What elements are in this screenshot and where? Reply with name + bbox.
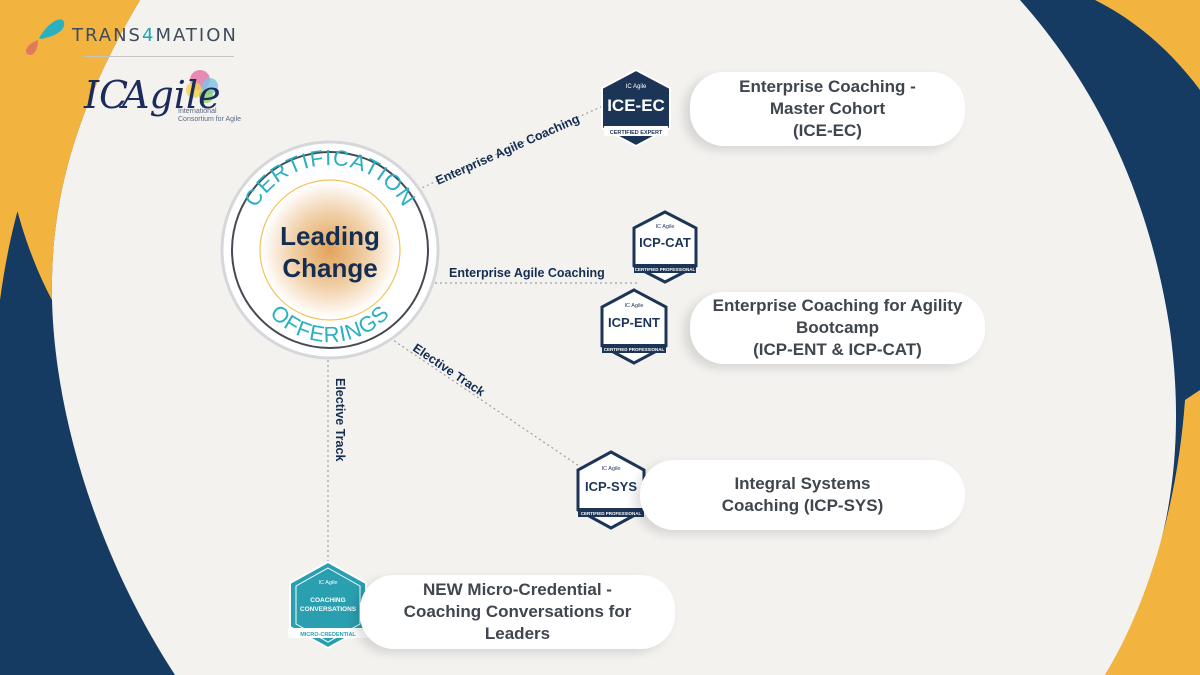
right-gold-shape [1105, 390, 1200, 675]
card-ent-cat: Enterprise Coaching for Agility Bootcamp… [690, 292, 985, 364]
card-icp-sys-text: Integral Systems Coaching (ICP-SYS) [721, 474, 884, 515]
icagile-logo: IC Agile [82, 62, 222, 127]
svg-text:IC: IC [83, 73, 128, 117]
badge-tier: CERTIFIED PROFESSIONAL [581, 511, 642, 516]
logo-divider [84, 56, 234, 57]
badge-code: ICP-CAT [639, 235, 691, 250]
center-title: Leading Change [280, 221, 380, 283]
svg-text:Agile: Agile [119, 73, 221, 117]
badge-icp-cat-icon: IC Agile ICP-CAT CERTIFIED PROFESSIONAL [632, 210, 698, 284]
left-gold-shape-2 [0, 0, 125, 300]
icagile-mark-icon: IC Agile [83, 70, 221, 117]
badge-code: ICP-ENT [608, 315, 660, 330]
badge-ice-ec-icon: IC Agile ICE-EC CERTIFIED EXPERT [601, 68, 671, 148]
badge-mark: IC Agile [602, 466, 621, 472]
track-label-middle: Enterprise Agile Coaching [449, 266, 605, 280]
badge-icp-ent-icon: IC Agile ICP-ENT CERTIFIED PROFESSIONAL [600, 288, 668, 365]
card-icp-sys: Integral Systems Coaching (ICP-SYS) [640, 460, 965, 530]
certification-medallion: CERTIFICATION OFFERINGS [220, 140, 440, 360]
badge-code-line2: CONVERSATIONS [300, 606, 357, 613]
butterfly-logo-icon [12, 14, 66, 61]
badge-mark: IC Agile [625, 303, 644, 309]
connector-ice-ec [394, 104, 606, 201]
connector-lines [327, 104, 640, 565]
badge-code: ICE-EC [607, 96, 665, 115]
badge-mark: IC Agile [626, 84, 647, 90]
card-micro-credential: NEW Micro-Credential - Coaching Conversa… [360, 575, 675, 649]
badge-mark: IC Agile [319, 580, 338, 586]
right-gold-top-shape [1095, 0, 1200, 90]
right-navy-shape [1020, 0, 1200, 675]
card-micro-credential-text: NEW Micro-Credential - Coaching Conversa… [403, 580, 632, 643]
badge-tier: CERTIFIED EXPERT [610, 130, 663, 136]
card-ice-ec-text: Enterprise Coaching - Master Cohort (ICE… [739, 77, 916, 140]
track-label-vertical: Elective Track [333, 378, 347, 461]
card-ent-cat-text: Enterprise Coaching for Agility Bootcamp… [712, 296, 963, 359]
brand-name: TRANS4MATION [72, 25, 238, 46]
badge-icp-sys-icon: IC Agile ICP-SYS CERTIFIED PROFESSIONAL [576, 450, 646, 530]
badge-code-line1: COACHING [310, 597, 345, 604]
card-ice-ec: Enterprise Coaching - Master Cohort (ICE… [690, 72, 965, 146]
badge-micro-credential-icon: IC Agile COACHING CONVERSATIONS MICRO-CR… [288, 560, 368, 650]
badge-tier: CERTIFIED PROFESSIONAL [635, 267, 696, 272]
connector-icp-sys [389, 337, 586, 471]
icagile-subtitle: International Consortium for Agile [178, 108, 242, 123]
badge-tier: MICRO-CREDENTIAL [300, 632, 356, 638]
badge-tier: CERTIFIED PROFESSIONAL [604, 347, 665, 352]
badge-mark: IC Agile [656, 224, 675, 230]
badge-code: ICP-SYS [585, 479, 637, 494]
